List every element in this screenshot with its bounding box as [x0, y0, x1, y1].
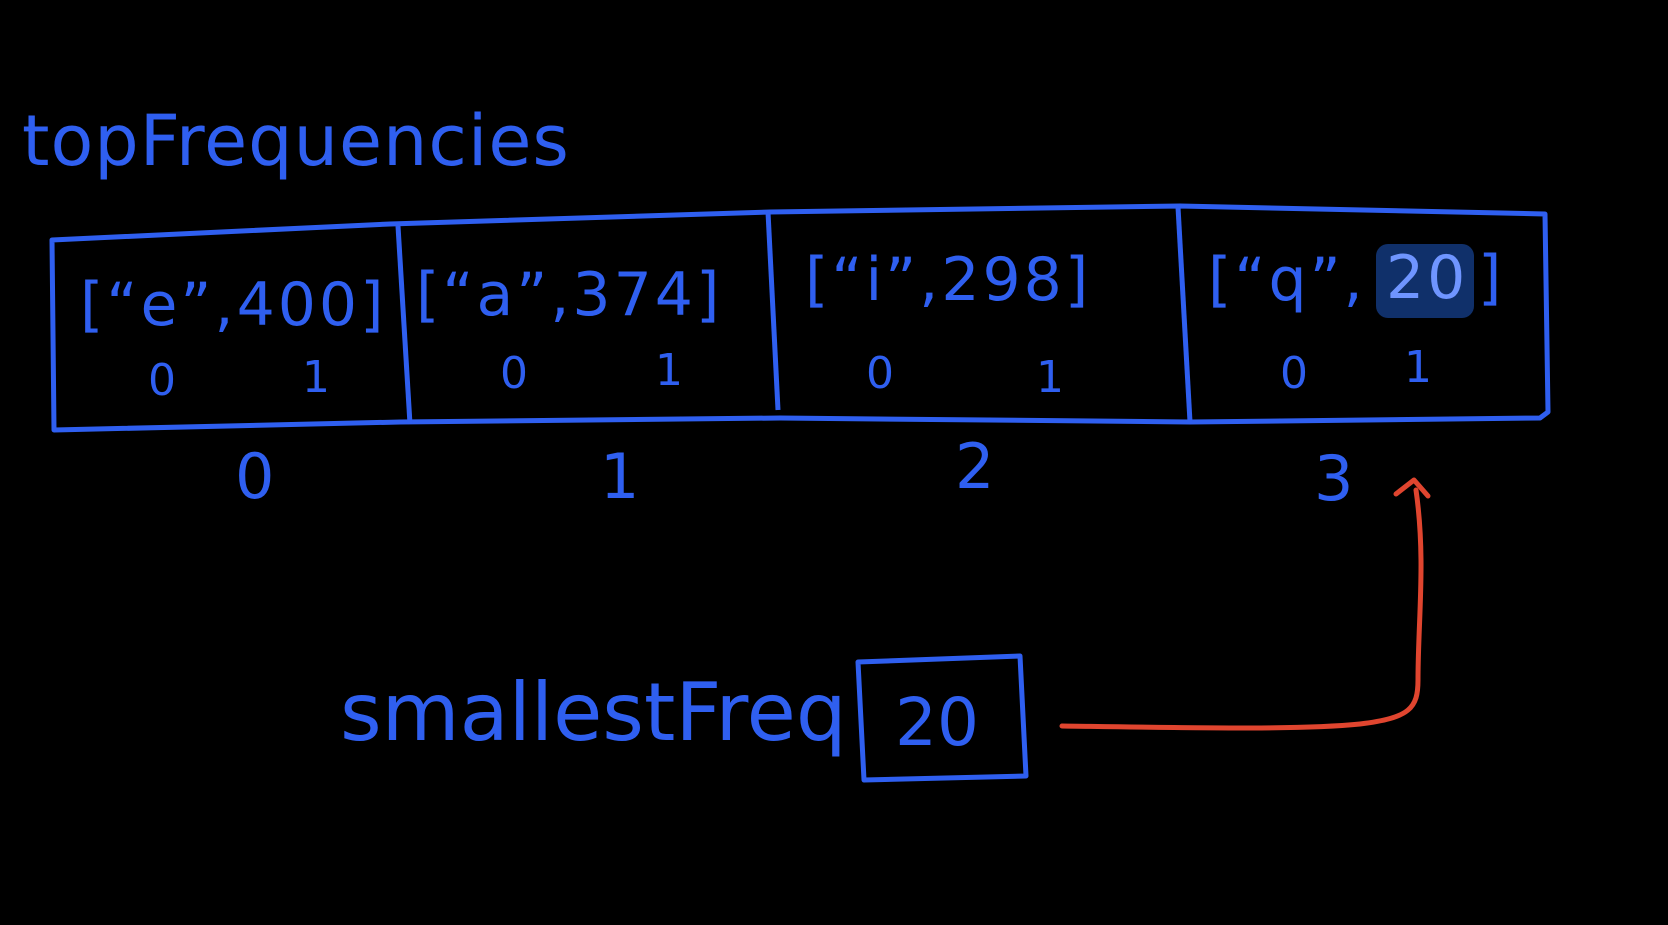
highlight-box: [1376, 244, 1474, 318]
cell-1-entry-num: 374: [572, 260, 696, 330]
cell-1-sub-index-0: 0: [500, 348, 528, 399]
cell-0: [“e”,400] 0 1 0: [80, 270, 387, 513]
array-index-2: 2: [955, 430, 994, 503]
cell-divider-2: [765, 211, 781, 411]
cell-2-entry-close: ]: [1065, 245, 1091, 315]
cell-3-entry-close: ]: [1478, 243, 1504, 313]
cell-2-entry-num: 298: [941, 245, 1065, 315]
svg-text:[“e”,400]: [“e”,400]: [80, 270, 387, 340]
cell-2: [“i”,298] 0 1 2: [805, 245, 1091, 503]
cell-1: [“a”,374] 0 1 1: [416, 260, 722, 513]
arrow-line: [1059, 487, 1424, 731]
cell-2-entry-open: [“i”,: [805, 245, 941, 315]
arrow-head-icon: [1393, 477, 1431, 499]
cell-3-entry-num: 20: [1386, 243, 1468, 313]
array-box: [49, 203, 1551, 433]
cell-2-sub-index-0: 0: [866, 348, 894, 399]
svg-text:[“a”,374]: [“a”,374]: [416, 260, 722, 330]
cell-0-entry-open: [“e”,: [80, 270, 237, 340]
cell-1-sub-index-1: 1: [655, 345, 683, 396]
cell-3-sub-index-0: 0: [1280, 348, 1308, 399]
cell-0-entry-close: ]: [360, 270, 386, 340]
cell-0-sub-index-1: 1: [302, 352, 330, 403]
cell-1-entry-open: [“a”,: [416, 260, 572, 330]
cell-0-entry-num: 400: [237, 270, 361, 340]
svg-text:[“i”,298]: [“i”,298]: [805, 245, 1091, 315]
array-index-1: 1: [600, 440, 639, 513]
variable-label: smallestFreq: [340, 666, 847, 759]
cell-2-sub-index-1: 1: [1036, 352, 1064, 403]
cell-3: [“q”, 20 ] 0 1 3: [1208, 243, 1504, 515]
cell-3-sub-index-1: 1: [1404, 342, 1432, 393]
variable-box: [855, 653, 1029, 783]
cell-1-entry-close: ]: [696, 260, 722, 330]
array-title: topFrequencies: [22, 100, 570, 182]
array-index-3: 3: [1314, 442, 1353, 515]
cell-0-sub-index-0: 0: [148, 355, 176, 406]
variable-value: 20: [895, 684, 979, 761]
cell-divider-3: [1175, 206, 1193, 423]
cell-3-entry-open: [“q”,: [1208, 245, 1366, 315]
array-index-0: 0: [235, 440, 274, 513]
cell-divider-1: [395, 225, 413, 425]
